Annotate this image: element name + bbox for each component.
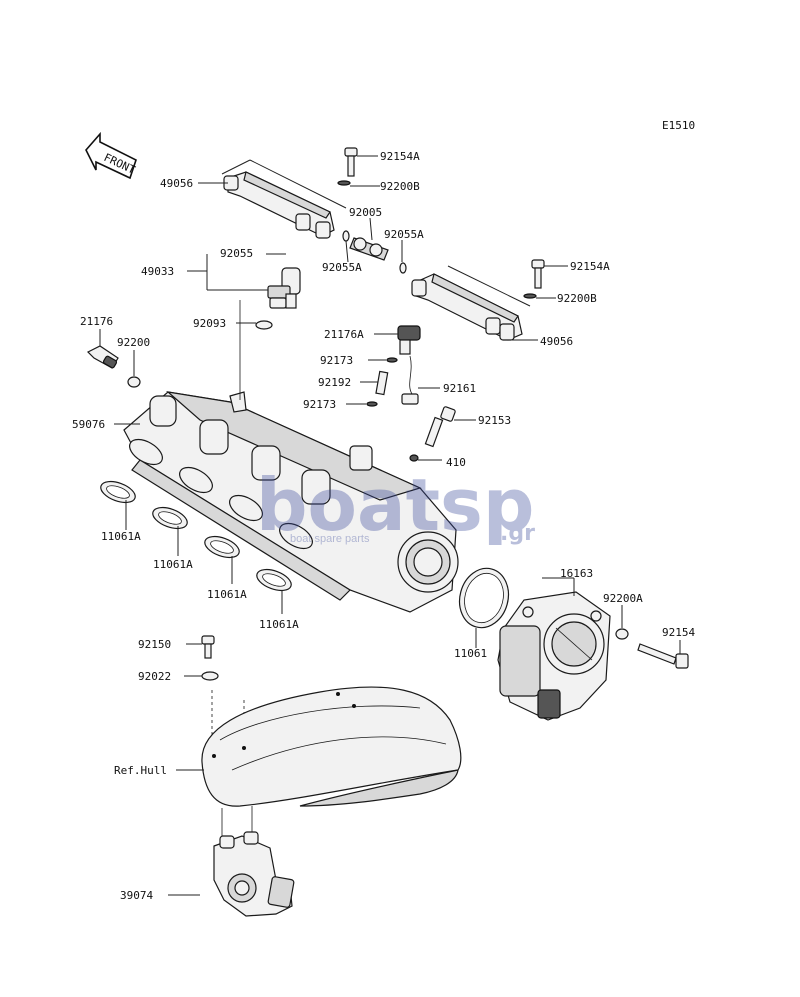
label-21176: 21176	[80, 315, 113, 328]
label-ref-hull: Ref.Hull	[114, 764, 167, 777]
bracket-39074	[213, 831, 295, 917]
seal-92093	[255, 320, 273, 330]
label-11061: 11061	[454, 647, 487, 660]
label-92161: 92161	[443, 382, 476, 395]
label-92154A-right: 92154A	[570, 260, 610, 273]
diagram-code: E1510	[662, 119, 695, 132]
label-410: 410	[446, 456, 466, 469]
label-92192: 92192	[318, 376, 351, 389]
gasket-11061A-3	[204, 535, 240, 559]
label-92150: 92150	[138, 638, 171, 651]
watermark: boatsp .gr boat spare parts	[256, 463, 535, 547]
label-92055A-left: 92055A	[322, 261, 362, 274]
label-92005: 92005	[349, 206, 382, 219]
bolt-92154A-top	[344, 147, 358, 177]
oring-92173-top	[386, 357, 398, 363]
label-92154: 92154	[662, 626, 695, 639]
label-92055: 92055	[220, 247, 253, 260]
hull-section	[201, 686, 462, 807]
label-11061A-2: 11061A	[153, 558, 193, 571]
label-11061A-1: 11061A	[101, 530, 141, 543]
label-92093: 92093	[193, 317, 226, 330]
washer-92022	[201, 671, 219, 681]
oring-92173-bottom	[366, 401, 378, 407]
label-92200B-top: 92200B	[380, 180, 420, 193]
bolt-92153	[424, 406, 456, 448]
oring-92055A-right	[399, 262, 407, 274]
label-92173-top: 92173	[320, 354, 353, 367]
label-49033: 49033	[141, 265, 174, 278]
pipe-92192	[375, 370, 389, 396]
gasket-11061A-2	[152, 506, 188, 530]
watermark-tagline: boat spare parts	[290, 533, 370, 545]
fuel-rail-left	[223, 171, 335, 239]
label-92154A-top: 92154A	[380, 150, 420, 163]
label-21176A: 21176A	[324, 328, 364, 341]
hose-92161	[401, 355, 419, 405]
fuel-rail-right	[411, 273, 523, 341]
gasket-11061A-1	[100, 480, 136, 504]
throttle-body-16163	[497, 591, 611, 721]
fuel-joint-92005	[349, 237, 389, 261]
label-11061A-4: 11061A	[259, 618, 299, 631]
sensor-21176A	[397, 325, 421, 355]
label-59076: 59076	[72, 418, 105, 431]
label-92173-bottom: 92173	[303, 398, 336, 411]
gasket-11061	[458, 567, 510, 629]
oring-92055A-left	[342, 230, 350, 242]
label-92200A: 92200A	[603, 592, 643, 605]
washer-92200B-top	[337, 180, 351, 186]
intake-manifold-59076	[123, 391, 459, 613]
label-39074: 39074	[120, 889, 153, 902]
washer-92200A	[615, 628, 629, 640]
label-92200: 92200	[117, 336, 150, 349]
label-16163: 16163	[560, 567, 593, 580]
washer-92200	[127, 376, 141, 388]
part-410	[409, 454, 419, 462]
watermark-brand: boatsp	[256, 463, 534, 547]
label-11061A-3: 11061A	[207, 588, 247, 601]
bolt-92154A-right	[531, 259, 545, 289]
label-92200B-right: 92200B	[557, 292, 597, 305]
front-arrow-icon: FRONT	[85, 131, 138, 180]
bolt-92154	[637, 643, 689, 669]
bolt-92150	[201, 635, 215, 659]
label-92153: 92153	[478, 414, 511, 427]
fuel-injector-49033	[267, 267, 301, 309]
label-49056-left: 49056	[160, 177, 193, 190]
gasket-11061A-4	[256, 568, 292, 592]
label-92022: 92022	[138, 670, 171, 683]
label-49056-right: 49056	[540, 335, 573, 348]
label-92055A-right: 92055A	[384, 228, 424, 241]
sensor-21176	[86, 345, 119, 369]
washer-92200B-right	[523, 293, 537, 299]
watermark-suffix: .gr	[500, 521, 535, 546]
